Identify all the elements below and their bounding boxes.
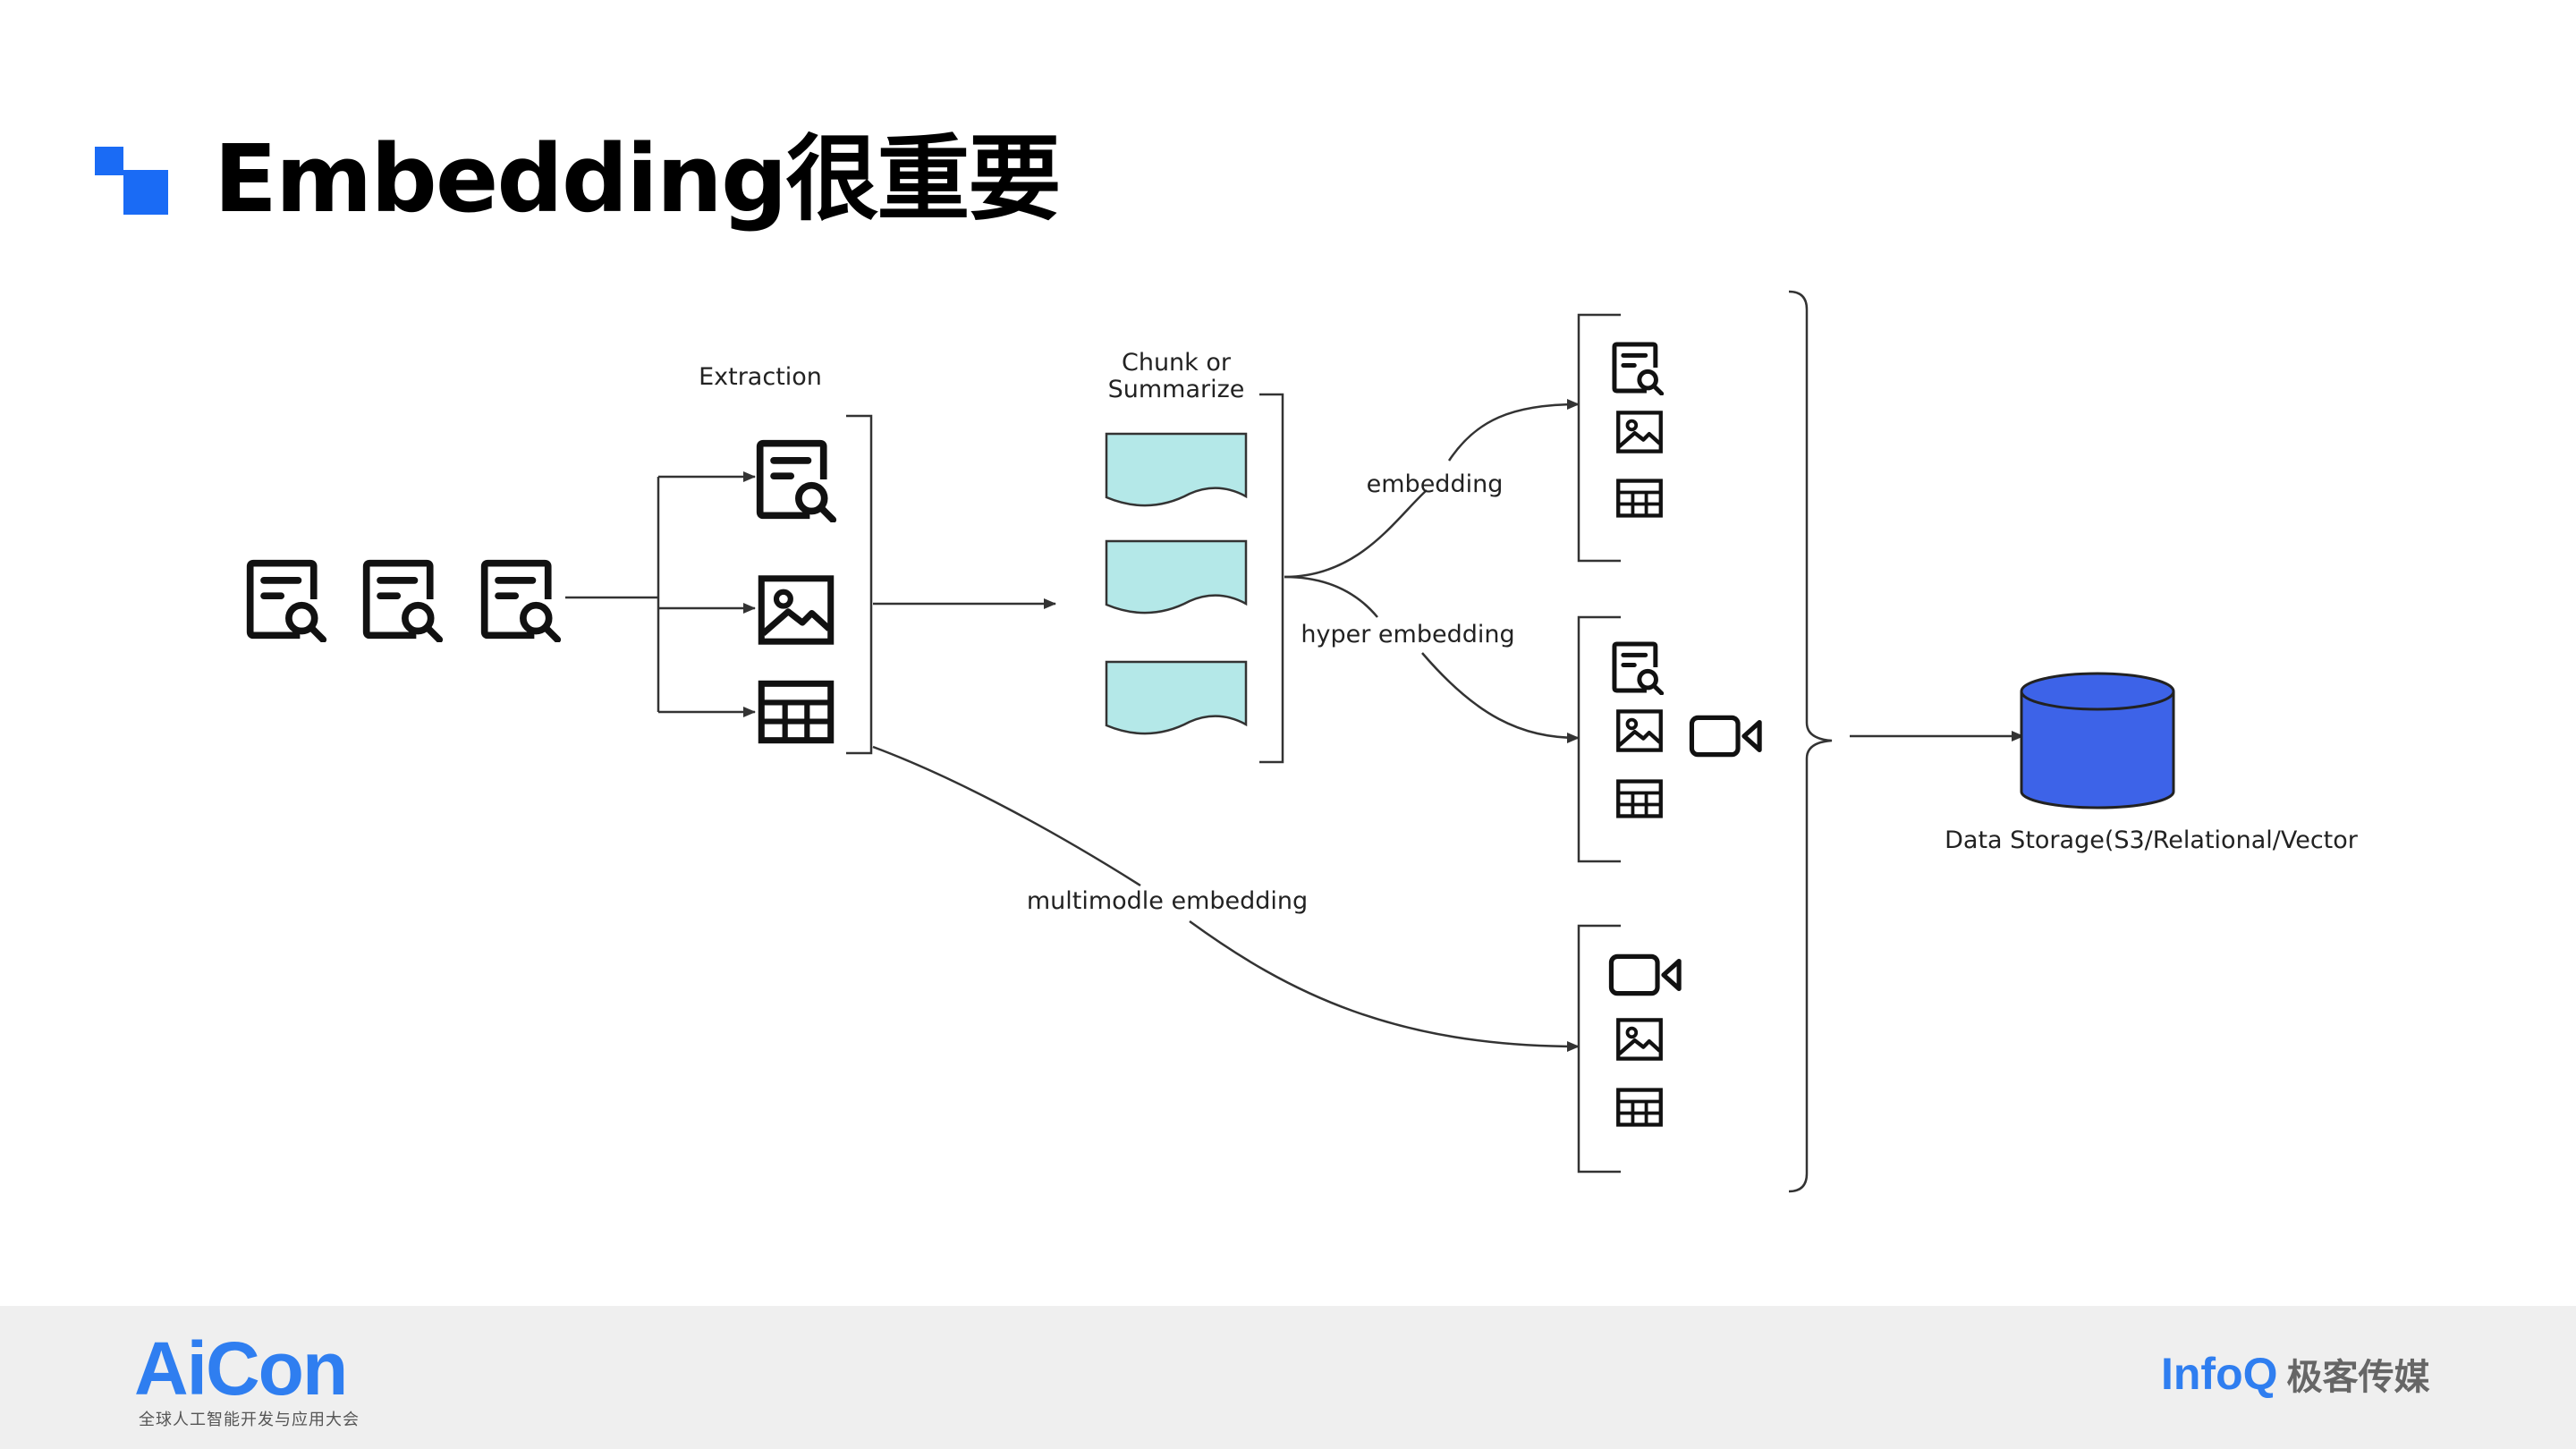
extracted-document-icon [760, 444, 834, 520]
chunk-shapes [1105, 432, 1248, 735]
infoq-chinese-text: 极客传媒 [2286, 1357, 2430, 1398]
hyper-embedding-result-group [1577, 615, 1759, 863]
chunk-shape [1105, 432, 1248, 507]
video-icon [1691, 717, 1759, 754]
embedding-edge [1284, 404, 1579, 579]
hyper-embedding-edge [1284, 575, 1579, 738]
chunk-label-line2: Summarize [1108, 376, 1245, 403]
title-marker-icon [95, 147, 168, 215]
embedding-result-group [1577, 313, 1662, 563]
multimodle-embedding-edge [872, 745, 1579, 1046]
extraction-label: Extraction [699, 363, 822, 391]
group-bracket [1577, 615, 1621, 863]
results-curly-brace [1788, 290, 1833, 1193]
data-storage-label: Data Storage(S3/Relational/Vector [1945, 826, 2359, 854]
embedding-edge-label: embedding [1367, 470, 1504, 498]
page-title: Embedding很重要 [214, 124, 1061, 233]
data-storage-cylinder-icon [2020, 672, 2175, 809]
document-icon [1614, 644, 1662, 693]
aicon-logo: AiCon [134, 1326, 348, 1411]
group-bracket [1577, 313, 1621, 563]
extracted-table-icon [761, 683, 830, 740]
image-icon [1618, 711, 1661, 750]
video-icon [1611, 956, 1679, 993]
source-document-icon [367, 564, 440, 640]
source-document-icon [485, 564, 558, 640]
image-icon [1618, 412, 1661, 451]
chunk-shape [1105, 539, 1248, 614]
table-icon [1618, 1090, 1661, 1125]
image-icon [1618, 1020, 1661, 1058]
multimodle-embedding-result-group [1577, 924, 1679, 1174]
extraction-connectors [565, 471, 756, 717]
chunk-shape [1105, 660, 1248, 735]
embedding-pipeline-diagram: Extraction Chunk or Summarize embedding … [0, 290, 2359, 1193]
aicon-subtitle: 全球人工智能开发与应用大会 [139, 1411, 360, 1429]
group-bracket [1577, 924, 1621, 1174]
document-icon [1614, 344, 1662, 394]
chunk-bracket [1259, 393, 1284, 764]
source-document-icon [250, 564, 324, 640]
table-icon [1618, 481, 1661, 516]
infoq-logo-text: InfoQ [2161, 1349, 2278, 1399]
table-icon [1618, 782, 1661, 817]
extracted-image-icon [761, 579, 830, 641]
hyper-embedding-edge-label: hyper embedding [1301, 621, 1514, 648]
multimodle-embedding-edge-label: multimodle embedding [1027, 887, 1308, 915]
extraction-bracket [846, 414, 873, 755]
chunk-label-line1: Chunk or [1122, 349, 1232, 377]
